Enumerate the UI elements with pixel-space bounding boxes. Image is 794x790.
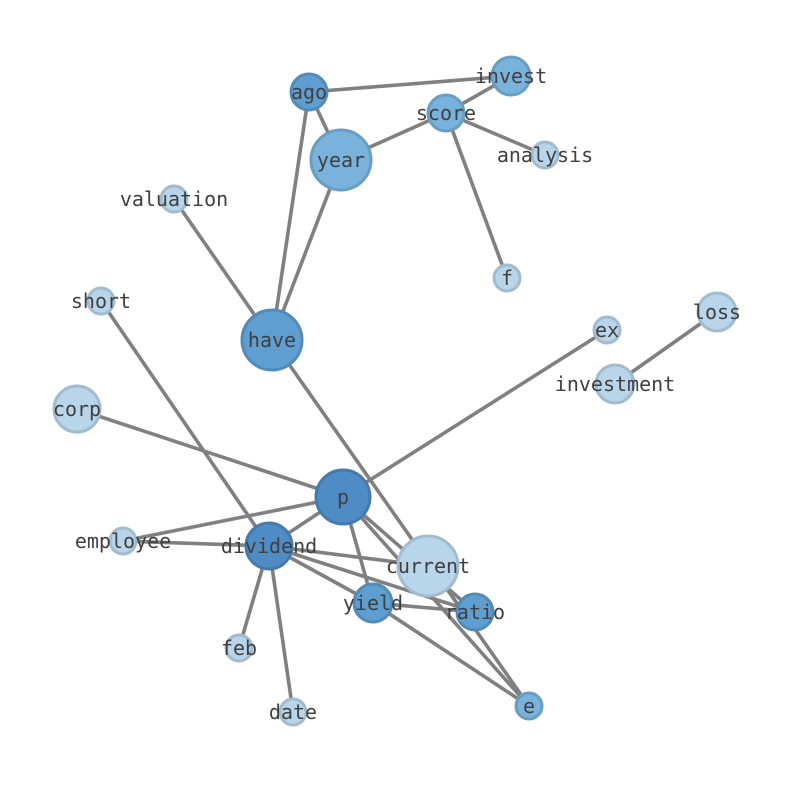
node-current [396,534,460,598]
node-date [278,697,308,727]
node-yield [352,582,394,624]
node-label-ratio: ratio [445,600,505,624]
node-layer [52,55,738,727]
label-layer: ago invest score analysis year valuation f shor… [53,64,741,724]
node-label-ex: ex [595,318,619,342]
node-valuation [159,184,189,214]
edge-dividend-date [267,544,295,714]
node-e [514,691,544,721]
node-label-valuation: valuation [120,187,228,211]
node-label-have: have [248,328,296,352]
node-label-feb: feb [221,636,257,660]
node-label-date: date [269,700,317,724]
node-label-ago: ago [291,80,327,104]
node-label-f: f [501,266,513,290]
edge-p-e [341,495,531,708]
edge-have-e [270,338,531,708]
edge-short-dividend [99,299,271,548]
node-short [86,286,116,316]
edge-ago-have [270,90,311,342]
node-ratio [455,592,495,632]
node-year [309,128,373,192]
node-label-yield: yield [343,591,403,615]
edge-year-have [270,158,343,342]
node-label-invest: invest [475,64,547,88]
node-label-current: current [386,554,470,578]
node-ex [592,315,622,345]
node-analysis [530,140,560,170]
node-label-employee: employee [75,529,171,553]
node-corp [52,384,102,434]
node-label-loss: loss [693,300,741,324]
node-have [240,308,304,372]
node-label-e: e [523,694,535,718]
node-label-corp: corp [53,397,101,421]
edge-dividend-ratio [267,544,477,614]
node-employee [108,526,138,556]
node-label-p: p [337,485,349,509]
edge-loss-investment [613,310,719,386]
edge-ago-invest [307,74,513,94]
node-investment [594,363,636,405]
edge-ex-p [341,328,609,499]
node-label-year: year [317,148,365,172]
node-invest [490,55,532,97]
node-feb [224,633,254,663]
node-score [426,93,466,133]
node-label-score: score [416,101,476,125]
node-label-short: short [71,289,131,313]
node-label-analysis: analysis [497,143,593,167]
edge-score-f [444,111,509,280]
node-loss [696,291,738,333]
node-dividend [244,521,294,571]
node-p [314,468,372,526]
node-label-investment: investment [555,372,675,396]
node-ago [289,72,329,112]
node-f [492,263,522,293]
edge-corp-p [75,407,345,499]
edge-p-employee [121,495,345,543]
node-label-dividend: dividend [221,534,317,558]
edge-yield-e [371,601,531,708]
